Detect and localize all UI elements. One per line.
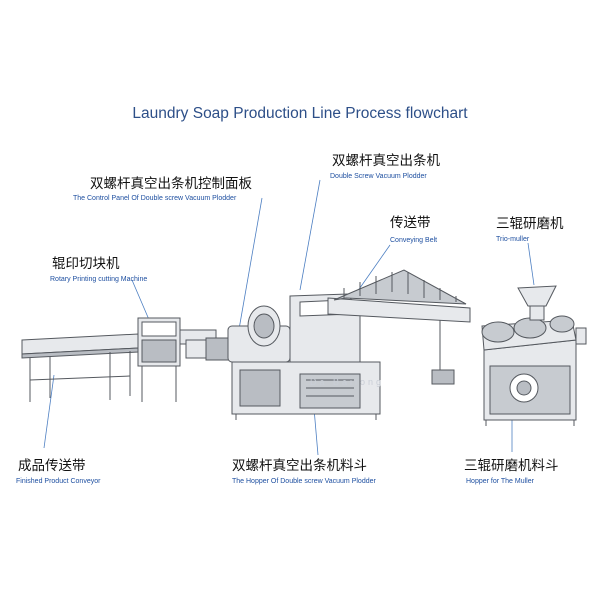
rotary-cutting-machine — [137, 317, 217, 402]
leader-conveying-belt — [354, 244, 391, 296]
label-mill-hopper-cn: 三辊研磨机料斗 — [464, 458, 559, 474]
label-conveying-belt-en: Conveying Belt — [390, 237, 438, 244]
label-finished-conveyor-cn: 成品传送带 — [18, 458, 86, 474]
leader-triple-roller-mill — [527, 242, 535, 286]
label-control-panel-cn: 双螺杆真空出条机控制面板 — [90, 176, 252, 192]
leader-finished-conveyor — [43, 374, 55, 449]
label-triple-roller-mill-cn: 三辊研磨机 — [496, 216, 564, 232]
label-vacuum-plodder-en: Double Screw Vacuum Plodder — [330, 173, 427, 180]
triple-roller-mill-machine — [481, 285, 587, 426]
label-rotary-cutting-en: Rotary Printing cutting Machine — [50, 276, 148, 283]
flowchart-title: Laundry Soap Production Line Process flo… — [132, 105, 468, 122]
label-vacuum-plodder-cn: 双螺杆真空出条机 — [332, 153, 440, 169]
label-control-panel-en: The Control Panel Of Double screw Vacuum… — [73, 195, 237, 202]
label-finished-conveyor-en: Finished Product Conveyor — [16, 478, 101, 485]
leader-rotary-cutting — [131, 279, 151, 323]
label-triple-roller-mill-en: Trio-muller — [496, 236, 530, 243]
label-mill-hopper-en: Hopper for The Muller — [466, 478, 534, 485]
finished-product-conveyor — [21, 333, 139, 402]
leader-vacuum-plodder — [299, 179, 321, 291]
conveying-belt-machine — [327, 269, 471, 385]
label-plodder-hopper-en: The Hopper Of Double screw Vacuum Plodde… — [232, 478, 376, 485]
label-plodder-hopper-cn: 双螺杆真空出条机料斗 — [232, 458, 367, 474]
label-rotary-cutting-cn: 辊印切块机 — [52, 256, 120, 272]
watermark-text: Da Bailong — [310, 377, 385, 387]
leader-control-panel — [237, 197, 263, 336]
label-conveying-belt-cn: 传送带 — [390, 215, 431, 231]
